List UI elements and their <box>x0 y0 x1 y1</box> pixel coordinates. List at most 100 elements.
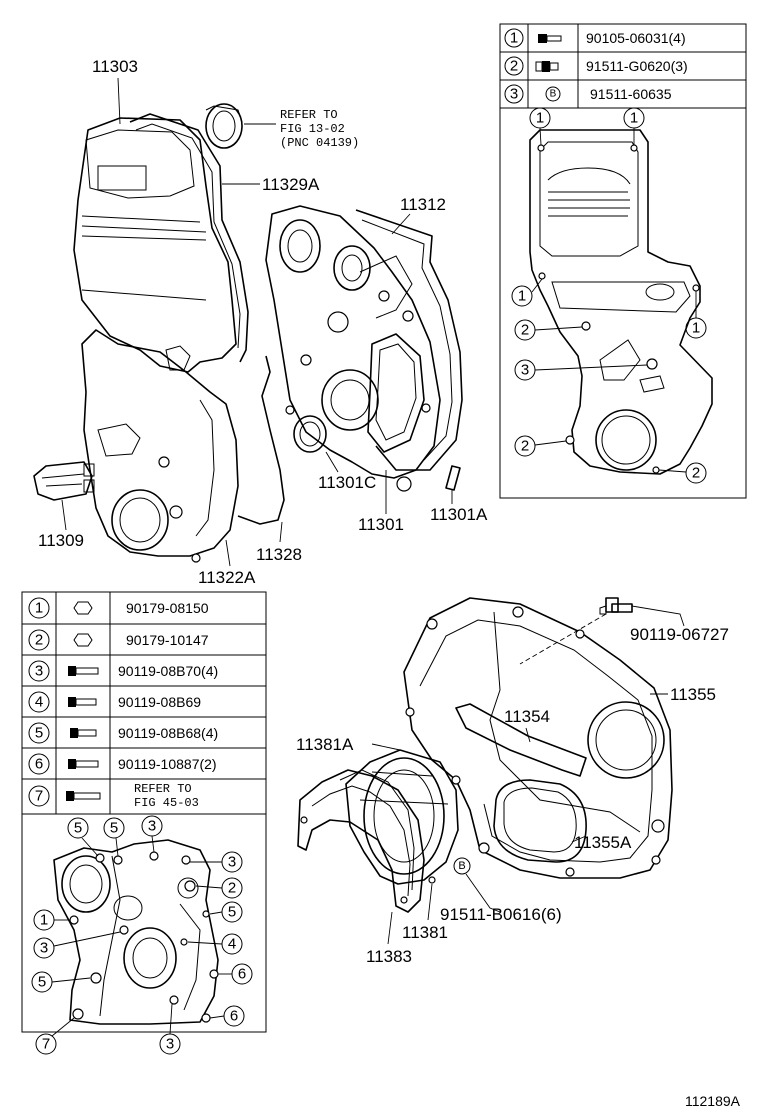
left-table-part: 90119-10887(2) <box>118 756 217 772</box>
top-table-num: 1 <box>510 30 518 47</box>
bolt-icon <box>68 759 99 769</box>
left-table-part: FIG 45-03 <box>134 796 199 810</box>
retainer-gasket-11383 <box>300 769 436 904</box>
part-label-11381A: 11381A <box>296 735 354 754</box>
left-table-row-7: 7 REFER TO FIG 45-03 <box>28 782 199 810</box>
oil-seal-11301C <box>293 415 327 453</box>
callout-6: 6 <box>230 1008 238 1025</box>
part-label-11381: 11381 <box>402 923 448 942</box>
timing-case-bolt-layout <box>53 839 219 1025</box>
part-label-11322A: 11322A <box>198 568 256 587</box>
part-label-11354: 11354 <box>504 707 550 726</box>
bottom-left-callouts: 5 5 3 3 2 1 5 3 4 5 6 6 7 3 <box>31 815 253 1055</box>
top-table-part: 91511-G0620(3) <box>586 58 688 74</box>
left-table-part: 90179-08150 <box>126 600 209 616</box>
callout-1: 1 <box>692 320 700 337</box>
left-table-num: 2 <box>35 632 43 649</box>
left-table-row-2: 2 90179-10147 <box>28 629 209 651</box>
retainer-gasket-11381 <box>297 769 425 913</box>
bolt-icon <box>70 728 97 738</box>
mark-b-icon: B <box>458 860 465 872</box>
callout-2: 2 <box>521 322 529 339</box>
callout-1: 1 <box>536 110 544 127</box>
left-table-row-1: 1 90179-08150 <box>28 597 209 619</box>
callout-2: 2 <box>228 880 236 897</box>
left-table-row-6: 6 90119-10887(2) <box>28 753 217 775</box>
part-label-11383: 11383 <box>366 947 412 966</box>
left-table-num: 3 <box>35 663 43 680</box>
left-table-row-5: 5 90119-08B68(4) <box>28 722 218 744</box>
figure-id: 112189A <box>685 1093 741 1109</box>
callout-4: 4 <box>228 936 236 953</box>
bolt-icon <box>68 697 97 707</box>
callout-2: 2 <box>521 438 529 455</box>
left-table-num: 1 <box>35 600 43 617</box>
top-table-row-3: 3 B 91511-60635 <box>504 84 672 104</box>
left-table-num: 7 <box>35 788 43 805</box>
nut-icon <box>73 633 93 647</box>
sensor-part <box>33 461 95 501</box>
callout-6: 6 <box>238 966 246 983</box>
bolt-mark-b: B <box>453 857 471 875</box>
part-label-91511-B0616: 91511-B0616(6) <box>440 905 562 924</box>
left-table-row-3: 3 90119-08B70(4) <box>28 660 218 682</box>
callout-7: 7 <box>42 1036 50 1053</box>
bolt-icon <box>66 791 101 801</box>
callout-5: 5 <box>228 904 236 921</box>
left-table-row-4: 4 90119-08B69 <box>28 691 201 713</box>
top-right-callouts: 1 1 1 1 2 3 2 2 <box>511 107 707 484</box>
callout-3: 3 <box>40 940 48 957</box>
part-label-11301A: 11301A <box>430 505 488 524</box>
top-table-part: 90105-06031(4) <box>586 30 686 46</box>
dowel-pin <box>445 465 461 491</box>
mark-b-icon: B <box>550 89 557 100</box>
bolt-90119-06727 <box>599 597 633 615</box>
timing-case-gasket-outline <box>529 129 713 475</box>
top-fastener-table: 1 90105-06031(4) 2 91511-G0620(3) 3 B 91… <box>499 23 747 499</box>
part-label-11355A: 11355A <box>574 833 632 852</box>
left-table-part: 90119-08B69 <box>118 694 201 710</box>
left-table-num: 4 <box>35 694 43 711</box>
top-table-part: 91511-60635 <box>590 86 672 102</box>
callout-5: 5 <box>110 820 118 837</box>
left-table-num: 6 <box>35 756 43 773</box>
part-label-11328: 11328 <box>256 545 302 564</box>
refer-note-line2: FIG 13-02 <box>280 122 345 136</box>
top-table-num: 2 <box>510 58 518 75</box>
callout-1: 1 <box>40 912 48 929</box>
refer-note-line3: (PNC 04139) <box>280 136 359 150</box>
top-table-row-2: 2 91511-G0620(3) <box>504 56 688 76</box>
top-table-num: 3 <box>510 86 518 103</box>
top-table-row-1: 1 90105-06031(4) <box>504 28 686 48</box>
oil-seal <box>205 103 243 149</box>
left-table-part: REFER TO <box>134 782 192 796</box>
left-fastener-table: 1 90179-08150 2 90179-10147 3 90119-08B7… <box>21 591 267 1055</box>
callout-3: 3 <box>148 818 156 835</box>
callout-3: 3 <box>228 854 236 871</box>
plate-11354 <box>455 703 587 777</box>
timing-case-assembly: 11312 11301C 11301 11301A <box>265 195 488 534</box>
part-label-90119-06727: 90119-06727 <box>630 625 729 644</box>
part-label-11309: 11309 <box>38 531 84 550</box>
left-table-part: 90119-08B70(4) <box>118 663 218 679</box>
callout-5: 5 <box>74 820 82 837</box>
part-label-11303: 11303 <box>92 57 138 76</box>
part-label-11312: 11312 <box>400 195 446 214</box>
callout-3: 3 <box>521 362 529 379</box>
part-label-11355: 11355 <box>670 685 716 704</box>
refer-note-line1: REFER TO <box>280 108 338 122</box>
part-label-11329A: 11329A <box>262 175 320 194</box>
callout-2: 2 <box>692 465 700 482</box>
gasket-11355A <box>493 779 587 863</box>
left-table-num: 5 <box>35 725 43 742</box>
stud-icon <box>535 61 559 72</box>
bolt-icon <box>68 666 99 676</box>
callout-5: 5 <box>38 974 46 991</box>
callout-1: 1 <box>630 110 638 127</box>
part-label-11301: 11301 <box>358 515 404 534</box>
left-table-part: 90179-10147 <box>126 632 209 648</box>
callout-1: 1 <box>518 288 526 305</box>
callout-3: 3 <box>166 1036 174 1053</box>
nut-icon <box>73 601 93 615</box>
